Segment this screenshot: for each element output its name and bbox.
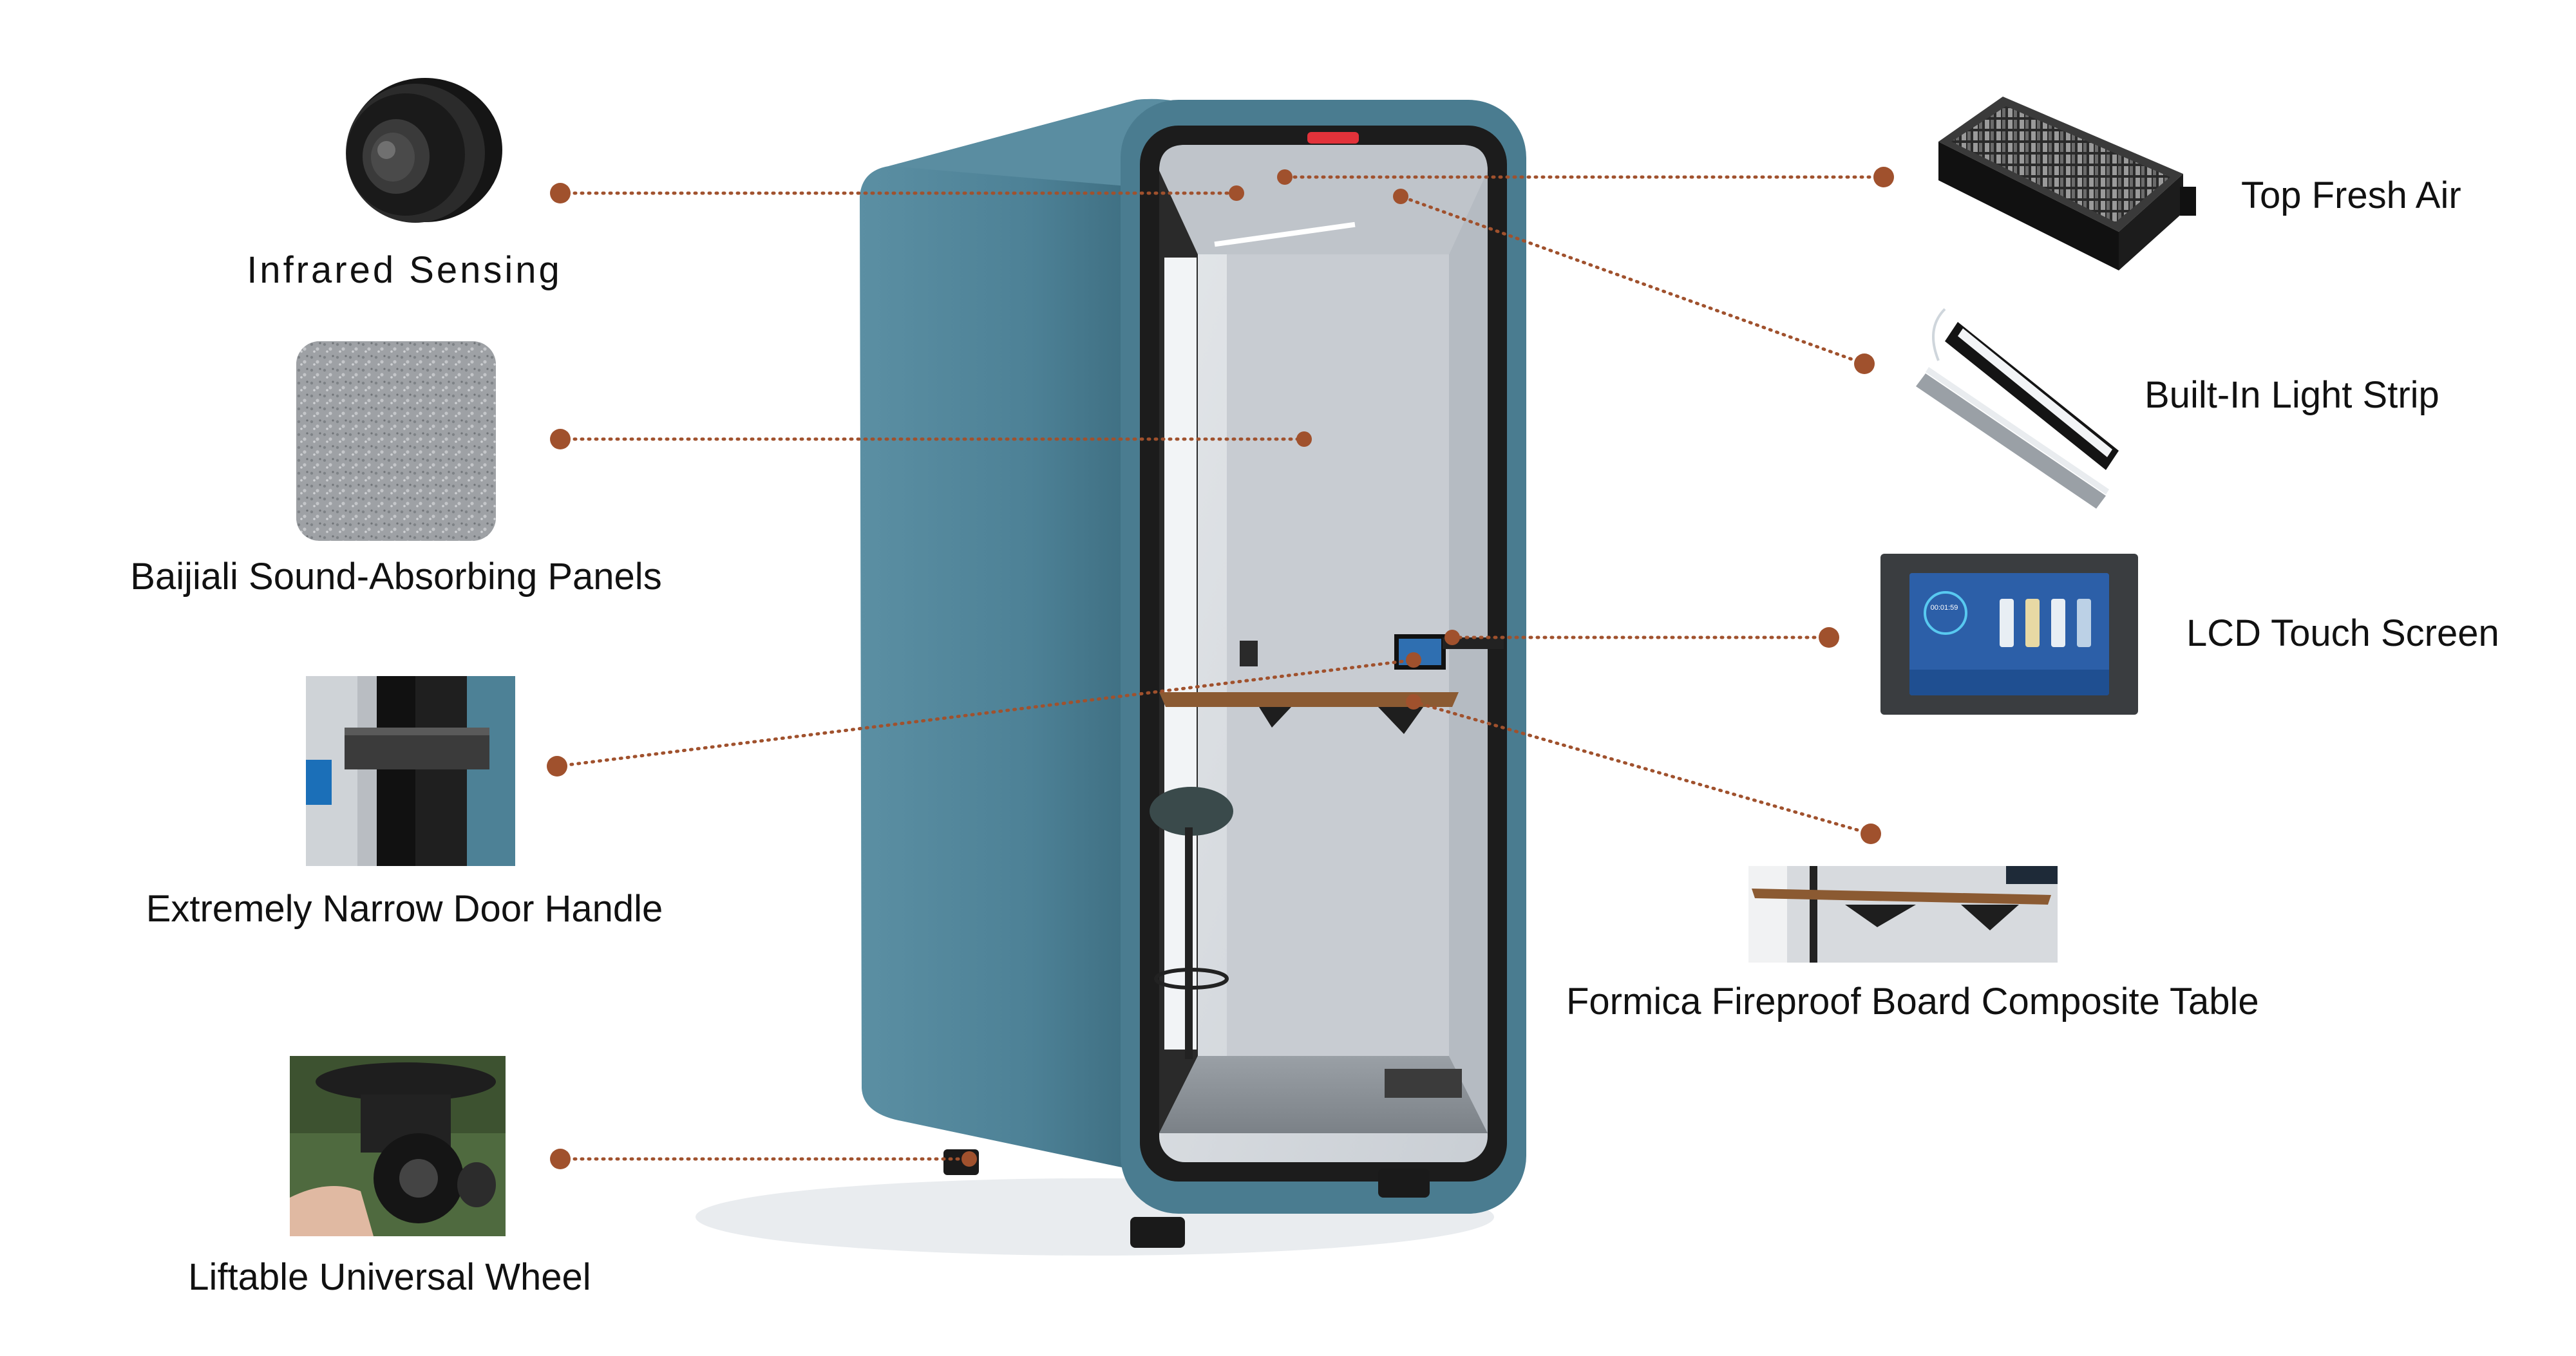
touch-screen-time: 00:01:59 xyxy=(1930,604,1958,612)
phone-booth xyxy=(860,99,1526,1248)
caster-wheel-icon xyxy=(290,1056,506,1236)
leader-sound-panels-start-dot xyxy=(550,429,571,449)
feature-label-universal-wheel: Liftable Universal Wheel xyxy=(188,1256,591,1298)
touch-screen-icon: 00:01:59 xyxy=(1880,554,2138,715)
leader-lcd-touch-screen-start-dot xyxy=(1819,627,1839,648)
leader-lcd-touch-screen-end-dot xyxy=(1444,630,1460,645)
wall-outlet xyxy=(1240,641,1258,666)
feature-label-infrared-sensing: Infrared Sensing xyxy=(247,249,562,291)
feature-label-door-handle: Extremely Narrow Door Handle xyxy=(146,888,663,930)
leader-door-handle-start-dot xyxy=(547,756,567,777)
booth-side-panel xyxy=(860,100,1143,1172)
booth-foot xyxy=(1378,1169,1430,1198)
occupancy-indicator xyxy=(1307,132,1359,144)
table-bracket-right xyxy=(1378,707,1423,734)
leader-composite-table-start-dot xyxy=(1861,824,1881,844)
ceiling-light-strip xyxy=(1214,221,1356,247)
leader-infrared-sensing-end-dot xyxy=(1229,185,1244,201)
booth-ceiling xyxy=(1159,145,1488,254)
leader-composite-table-line xyxy=(1412,700,1873,836)
leader-light-strip-start-dot xyxy=(1854,353,1875,374)
infrared-sensor-icon xyxy=(346,78,502,223)
leader-composite-table-end-dot xyxy=(1406,694,1421,710)
leader-universal-wheel-end-dot xyxy=(961,1151,977,1167)
leader-door-handle-end-dot xyxy=(1406,652,1421,668)
stool-seat xyxy=(1150,787,1233,836)
leader-top-fresh-air-end-dot xyxy=(1277,169,1293,185)
felt-panel-icon xyxy=(296,341,496,541)
leader-universal-wheel-start-dot xyxy=(550,1149,571,1169)
table-board-icon xyxy=(1748,866,2058,963)
table-bracket-left xyxy=(1259,707,1291,728)
feature-label-composite-table: Formica Fireproof Board Composite Table xyxy=(1566,981,2259,1022)
booth-table xyxy=(1159,692,1459,707)
leader-top-fresh-air-start-dot xyxy=(1873,167,1894,187)
feature-label-light-strip: Built-In Light Strip xyxy=(2145,374,2439,416)
leader-door-handle-line xyxy=(555,658,1416,768)
door-handle-icon xyxy=(306,676,515,866)
light-strip-icon xyxy=(1916,308,2119,509)
feature-label-top-fresh-air: Top Fresh Air xyxy=(2241,174,2461,216)
right-wall xyxy=(1449,171,1488,1133)
stool-leg xyxy=(1185,827,1193,1059)
leader-lines xyxy=(547,167,1894,1169)
stool-ring xyxy=(1154,968,1229,990)
leader-light-strip-end-dot xyxy=(1393,189,1408,204)
floor-vent xyxy=(1385,1069,1462,1098)
booth-foot xyxy=(1130,1217,1185,1248)
leader-infrared-sensing-start-dot xyxy=(550,183,571,203)
feature-label-sound-absorbing-panels: Baijiali Sound-Absorbing Panels xyxy=(130,556,662,598)
leader-light-strip-line xyxy=(1399,194,1866,366)
feature-label-lcd-touch-screen: LCD Touch Screen xyxy=(2186,612,2499,654)
leader-sound-panels-end-dot xyxy=(1296,431,1312,447)
fan-unit-icon xyxy=(1938,97,2196,270)
